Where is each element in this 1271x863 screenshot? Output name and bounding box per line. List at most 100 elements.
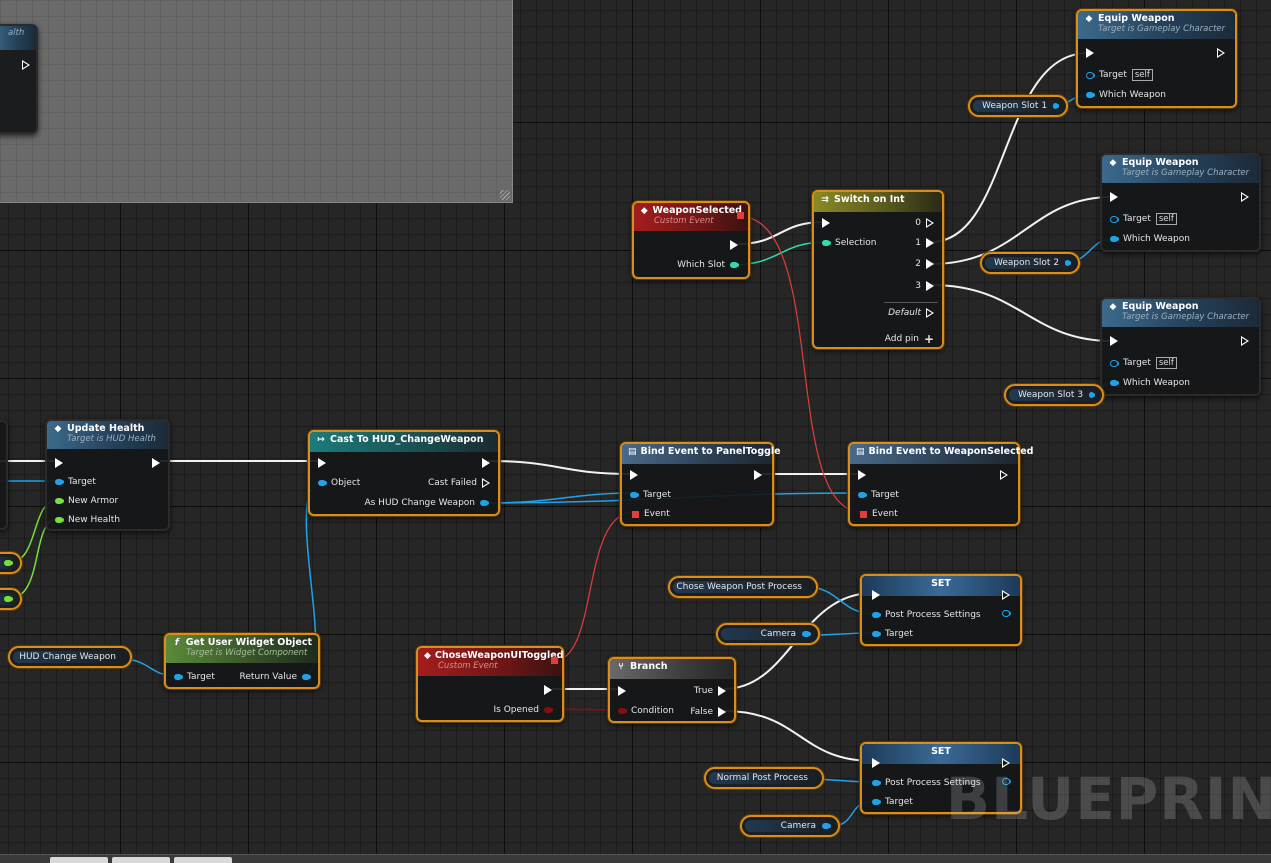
- float-pin[interactable]: [4, 560, 12, 566]
- camera-variable-2[interactable]: Camera: [740, 815, 840, 837]
- exec-in-pin[interactable]: [822, 218, 830, 228]
- comment-box[interactable]: [0, 0, 513, 203]
- exec-out-pin[interactable]: [1002, 590, 1010, 600]
- chose-weapon-ui-toggled-event-node[interactable]: ◆ChoseWeaponUIToggled Custom Event Is Op…: [416, 646, 564, 722]
- post-process-out-pin[interactable]: [1002, 610, 1010, 617]
- exec-out-pin[interactable]: [152, 458, 160, 468]
- which-slot-pin[interactable]: [730, 262, 738, 268]
- exec-in-pin[interactable]: [1110, 192, 1118, 202]
- target-pin[interactable]: [55, 479, 63, 485]
- delegate-out-pin[interactable]: [737, 212, 744, 219]
- object-pin[interactable]: [1089, 392, 1094, 398]
- equip-weapon-node-1[interactable]: ◆Equip Weapon Target is Gameplay Charact…: [1076, 9, 1237, 108]
- exec-in-pin[interactable]: [630, 470, 638, 480]
- post-process-out-pin[interactable]: [1002, 778, 1010, 785]
- target-pin[interactable]: [858, 492, 866, 498]
- camera-variable-1[interactable]: Camera: [716, 623, 820, 645]
- update-health-node[interactable]: ◆Update Health Target is HUD Health Targ…: [45, 419, 170, 531]
- object-pin[interactable]: [802, 631, 810, 637]
- post-process-settings-pin[interactable]: [872, 612, 880, 618]
- branch-node[interactable]: ⑂Branch True Condition False: [608, 657, 736, 723]
- new-armor-pin[interactable]: [55, 498, 63, 504]
- target-pin[interactable]: [1086, 71, 1094, 79]
- new-health-pin[interactable]: [55, 517, 63, 523]
- object-pin[interactable]: [822, 823, 830, 829]
- case-1-pin[interactable]: [926, 238, 934, 248]
- post-process-settings-pin[interactable]: [872, 780, 880, 786]
- delegate-out-pin[interactable]: [551, 657, 558, 664]
- exec-in-pin[interactable]: [872, 590, 880, 600]
- partial-node-left[interactable]: [0, 420, 8, 530]
- exec-in-pin[interactable]: [318, 458, 326, 468]
- float-variable-stub[interactable]: [0, 552, 22, 574]
- exec-out-pin[interactable]: [754, 470, 762, 480]
- object-pin[interactable]: [1053, 103, 1058, 109]
- equip-weapon-node-2[interactable]: ◆Equip Weapon Target is Gameplay Charact…: [1100, 153, 1261, 252]
- which-weapon-pin[interactable]: [1110, 236, 1118, 242]
- target-pin[interactable]: [1110, 359, 1118, 367]
- exec-in-pin[interactable]: [1086, 48, 1094, 58]
- target-pin[interactable]: [872, 631, 880, 637]
- condition-pin[interactable]: [618, 708, 626, 714]
- exec-out-pin[interactable]: [1241, 192, 1249, 202]
- default-pin[interactable]: [926, 308, 934, 318]
- exec-in-pin[interactable]: [1110, 336, 1118, 346]
- object-pin[interactable]: [318, 480, 326, 486]
- bind-event-weapon-selected-node[interactable]: ▤Bind Event to WeaponSelected Target Eve…: [848, 442, 1033, 526]
- exec-in-pin[interactable]: [872, 758, 880, 768]
- event-delegate-pin[interactable]: [632, 510, 639, 518]
- exec-out-pin[interactable]: [1002, 758, 1010, 768]
- comment-resize-handle[interactable]: [500, 190, 510, 200]
- switch-on-int-node[interactable]: ⇉Switch on Int 0 Selection 1 2 3 Default…: [812, 190, 944, 349]
- weapon-slot-3-variable[interactable]: Weapon Slot 3: [1004, 384, 1104, 406]
- partial-node[interactable]: alth: [0, 24, 38, 134]
- is-opened-pin[interactable]: [544, 707, 552, 713]
- exec-in-pin[interactable]: [55, 458, 63, 468]
- target-pin[interactable]: [630, 492, 638, 498]
- exec-out-pin[interactable]: [730, 240, 738, 250]
- exec-out-pin[interactable]: [1000, 470, 1008, 480]
- bottom-tab[interactable]: [50, 857, 108, 863]
- add-pin-plus-icon[interactable]: +: [923, 332, 934, 346]
- bottom-tab[interactable]: [174, 857, 232, 863]
- exec-out-pin[interactable]: [1241, 336, 1249, 346]
- float-variable-stub[interactable]: [0, 588, 22, 610]
- float-pin[interactable]: [4, 596, 12, 602]
- true-pin[interactable]: [718, 686, 726, 696]
- target-pin[interactable]: [872, 799, 880, 805]
- weapon-slot-1-variable[interactable]: Weapon Slot 1: [968, 95, 1068, 117]
- exec-out-pin[interactable]: [482, 458, 490, 468]
- which-weapon-pin[interactable]: [1086, 92, 1094, 98]
- bind-event-panel-toggle-node[interactable]: ▤Bind Event to PanelToggle Target Event: [620, 442, 781, 526]
- which-weapon-pin[interactable]: [1110, 380, 1118, 386]
- equip-weapon-node-3[interactable]: ◆Equip Weapon Target is Gameplay Charact…: [1100, 297, 1261, 396]
- exec-in-pin[interactable]: [618, 686, 626, 696]
- object-pin[interactable]: [1065, 260, 1070, 266]
- set-post-process-node-1[interactable]: SET Post Process Settings Target: [860, 574, 1022, 646]
- weapon-selected-event-node[interactable]: ◆WeaponSelected Custom Event Which Slot: [632, 201, 750, 279]
- target-pin[interactable]: [1110, 215, 1118, 223]
- set-post-process-node-2[interactable]: SET Post Process Settings Target: [860, 742, 1022, 814]
- cast-to-hud-changeweapon-node[interactable]: ↦Cast To HUD_ChangeWeapon Object Cast Fa…: [308, 430, 500, 516]
- chose-weapon-post-process-variable[interactable]: Chose Weapon Post Process: [668, 576, 818, 598]
- target-pin[interactable]: [174, 674, 182, 680]
- return-value-pin[interactable]: [302, 674, 310, 680]
- as-hud-change-weapon-pin[interactable]: [480, 500, 488, 506]
- selection-pin[interactable]: [822, 240, 830, 246]
- exec-out-pin[interactable]: [544, 685, 552, 695]
- case-2-pin[interactable]: [926, 259, 934, 269]
- case-0-pin[interactable]: [926, 218, 934, 228]
- case-3-pin[interactable]: [926, 281, 934, 291]
- hud-change-weapon-variable[interactable]: HUD Change Weapon: [8, 646, 132, 668]
- exec-in-pin[interactable]: [858, 470, 866, 480]
- event-delegate-pin[interactable]: [860, 510, 867, 518]
- exec-out-pin[interactable]: [22, 60, 30, 70]
- exec-out-pin[interactable]: [1217, 48, 1225, 58]
- cast-failed-pin[interactable]: [482, 478, 490, 488]
- bottom-tab[interactable]: [112, 857, 170, 863]
- false-pin[interactable]: [718, 707, 726, 717]
- normal-post-process-variable[interactable]: Normal Post Process: [704, 767, 824, 789]
- weapon-slot-2-variable[interactable]: Weapon Slot 2: [980, 252, 1080, 274]
